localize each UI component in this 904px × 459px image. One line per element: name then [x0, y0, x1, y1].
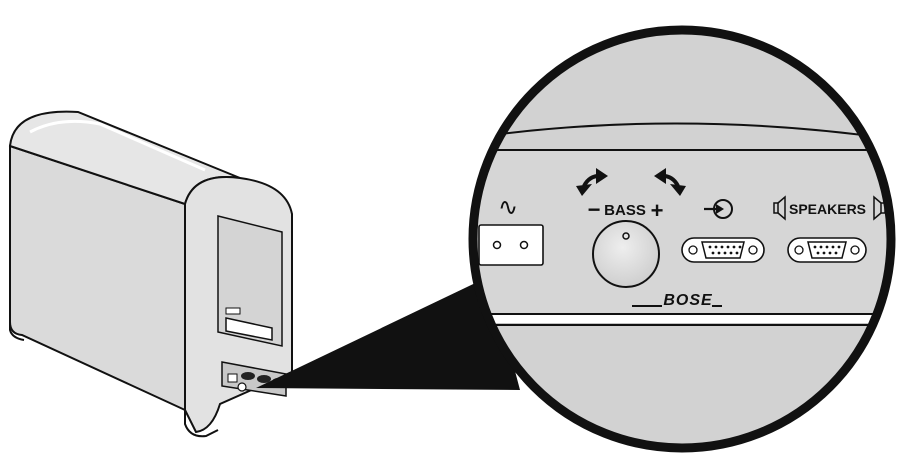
speakers-label: SPEAKERS	[789, 201, 866, 217]
unit-side-base	[9, 322, 25, 341]
bass-module-unit	[8, 110, 293, 438]
input-connector[interactable]	[681, 237, 765, 263]
power-symbol: ∿	[498, 193, 518, 221]
curved-arrow-counterclockwise-icon	[576, 168, 608, 196]
unit-connector-1	[241, 372, 255, 380]
input-arrow-icon	[704, 199, 733, 219]
unit-display-slot	[225, 317, 273, 341]
unit-power-socket	[227, 373, 238, 383]
bass-plus-label: +	[651, 198, 664, 223]
bass-knob[interactable]	[592, 220, 660, 288]
bose-logo: BOSE	[663, 292, 713, 309]
speaker-icon	[773, 195, 786, 221]
bass-label: BASS	[604, 202, 646, 219]
bass-minus-label: −	[588, 197, 601, 222]
unit-bass-knob	[237, 382, 247, 392]
callout-wedge	[256, 276, 520, 390]
zoom-outline	[468, 25, 896, 453]
unit-logo-plate	[225, 307, 241, 315]
speakers-connector[interactable]	[787, 237, 867, 263]
unit-top-highlight	[29, 119, 206, 172]
curved-arrow-clockwise-icon	[654, 168, 686, 196]
panel-top-curve	[473, 122, 891, 141]
zoom-callout	[468, 25, 896, 453]
power-socket[interactable]	[478, 224, 544, 266]
speaker-icon	[873, 195, 886, 221]
unit-base	[184, 410, 219, 438]
unit-connector-2	[257, 375, 271, 383]
